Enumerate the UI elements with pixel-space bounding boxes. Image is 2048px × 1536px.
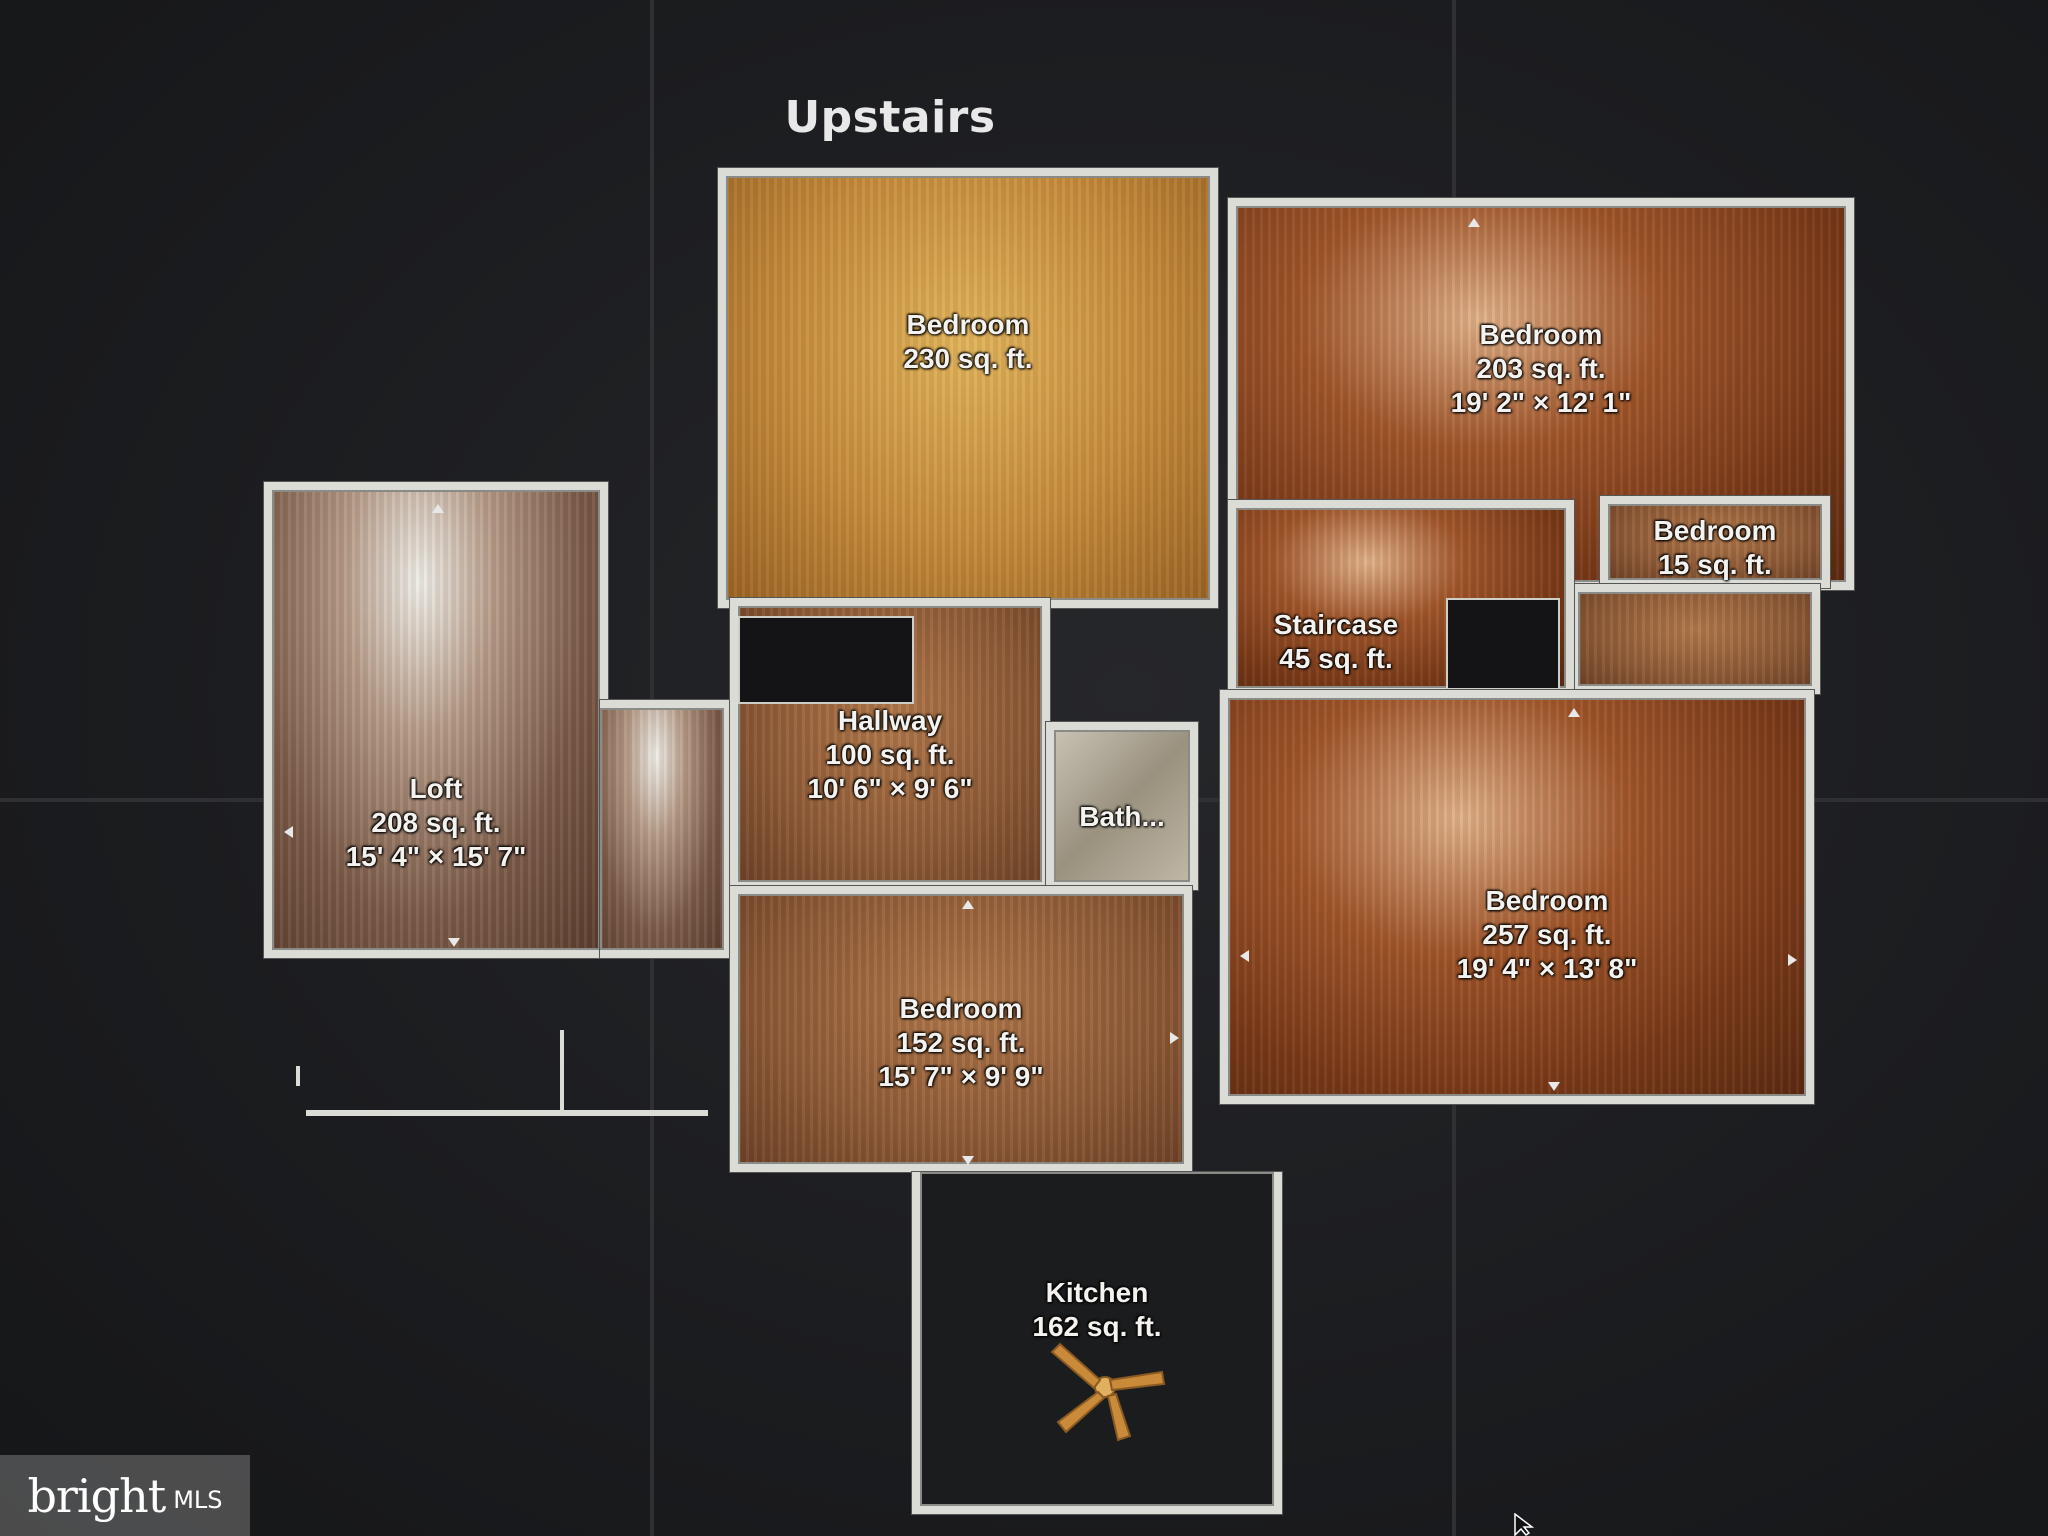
room-name: Bedroom — [1479, 319, 1603, 350]
wall-fragment — [296, 1066, 300, 1086]
view-marker[interactable] — [1240, 950, 1249, 962]
stair-opening — [1446, 598, 1560, 690]
room-area: 257 sq. ft. — [1482, 919, 1612, 950]
view-marker[interactable] — [1548, 1082, 1560, 1091]
room-area: 152 sq. ft. — [896, 1027, 1026, 1058]
room-area: 15 sq. ft. — [1658, 549, 1772, 580]
room-label: Hallway 100 sq. ft. 10' 6" × 9' 6" — [738, 704, 1042, 806]
room-bedroom-230[interactable]: Bedroom 230 sq. ft. — [718, 168, 1218, 608]
room-label: Bedroom 15 sq. ft. — [1608, 514, 1822, 582]
view-marker[interactable] — [432, 504, 444, 513]
room-label: Bedroom 203 sq. ft. 19' 2" × 12' 1" — [1236, 318, 1846, 420]
mouse-cursor-icon — [1514, 1513, 1535, 1536]
room-area: 203 sq. ft. — [1476, 353, 1606, 384]
room-name: Loft — [409, 773, 463, 804]
room-name: Hallway — [837, 705, 943, 736]
wall-fragment — [560, 1030, 564, 1112]
wall-fragment — [306, 1110, 708, 1116]
room-bedroom-257[interactable]: Bedroom 257 sq. ft. 19' 4" × 13' 8" — [1220, 690, 1814, 1104]
room-kitchen[interactable]: Kitchen 162 sq. ft. — [912, 1172, 1282, 1514]
view-marker[interactable] — [284, 826, 293, 838]
room-staircase[interactable]: Staircase 45 sq. ft. — [1228, 500, 1574, 696]
room-bedroom-152[interactable]: Bedroom 152 sq. ft. 15' 7" × 9' 9" — [730, 886, 1192, 1172]
room-dims: 15' 4" × 15' 7" — [345, 841, 527, 872]
room-bath[interactable]: Bath... — [1046, 722, 1198, 890]
view-marker[interactable] — [962, 900, 974, 909]
room-name: Bedroom — [1485, 885, 1609, 916]
view-marker[interactable] — [1568, 708, 1580, 717]
room-label: Bedroom 230 sq. ft. — [726, 308, 1210, 376]
room-closet[interactable] — [1570, 584, 1820, 694]
bright-mls-logo: bright MLS — [0, 1455, 250, 1536]
room-name: Staircase — [1273, 609, 1399, 640]
room-name: Bedroom — [1653, 515, 1777, 546]
room-name: Bath... — [1079, 801, 1165, 832]
room-name: Bedroom — [906, 309, 1030, 340]
logo-suffix: MLS — [173, 1485, 223, 1514]
view-marker[interactable] — [1170, 1032, 1179, 1044]
room-label: Loft 208 sq. ft. 15' 4" × 15' 7" — [272, 772, 600, 874]
view-marker[interactable] — [1788, 954, 1797, 966]
ceiling-fan-icon — [1050, 1342, 1166, 1442]
room-name: Kitchen — [1045, 1277, 1149, 1308]
room-loft[interactable]: Loft 208 sq. ft. 15' 4" × 15' 7" — [264, 482, 608, 958]
page-title: Upstairs — [784, 92, 996, 143]
logo-brand: bright — [27, 1468, 166, 1523]
room-label: Staircase 45 sq. ft. — [1236, 608, 1436, 676]
hall-opening — [738, 616, 914, 704]
room-hallway[interactable]: Hallway 100 sq. ft. 10' 6" × 9' 6" — [730, 598, 1050, 890]
room-dims: 19' 4" × 13' 8" — [1456, 953, 1638, 984]
room-bedroom-15[interactable]: Bedroom 15 sq. ft. — [1600, 496, 1830, 588]
room-label: Bedroom 152 sq. ft. 15' 7" × 9' 9" — [738, 992, 1184, 1094]
room-area: 45 sq. ft. — [1279, 643, 1393, 674]
room-area: 162 sq. ft. — [1032, 1311, 1162, 1342]
room-label: Bath... — [1054, 800, 1190, 834]
room-name: Bedroom — [899, 993, 1023, 1024]
view-marker[interactable] — [962, 1156, 974, 1165]
room-area: 100 sq. ft. — [825, 739, 955, 770]
room-label: Kitchen 162 sq. ft. — [920, 1276, 1274, 1344]
room-dims: 10' 6" × 9' 6" — [807, 773, 973, 804]
room-area: 208 sq. ft. — [371, 807, 501, 838]
room-area: 230 sq. ft. — [903, 343, 1033, 374]
view-marker[interactable] — [448, 938, 460, 947]
room-label: Bedroom 257 sq. ft. 19' 4" × 13' 8" — [1288, 884, 1806, 986]
view-marker[interactable] — [1468, 218, 1480, 227]
room-dims: 19' 2" × 12' 1" — [1450, 387, 1632, 418]
room-loft-extension[interactable] — [600, 700, 732, 958]
room-dims: 15' 7" × 9' 9" — [878, 1061, 1044, 1092]
